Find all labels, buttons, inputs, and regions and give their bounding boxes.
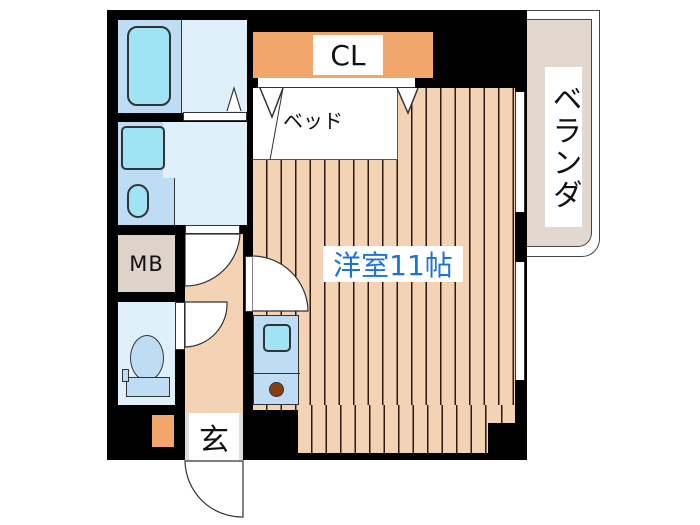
main-room-label: 洋室11帖	[333, 249, 453, 282]
front-door-swing-icon	[184, 460, 244, 518]
door-swing-toilet-icon	[184, 301, 228, 348]
closet-label: CL	[330, 38, 366, 72]
entrance: 玄	[185, 413, 243, 461]
door-swing-room-icon	[252, 255, 309, 312]
bathroom	[118, 20, 247, 113]
bath-door-icon	[226, 85, 242, 112]
balcony: ベランダ	[527, 10, 600, 257]
toilet-room	[118, 302, 175, 405]
sink-icon	[127, 184, 149, 218]
toilet-icon	[130, 335, 164, 381]
closet: CL	[253, 32, 433, 78]
main-room-label-box: 洋室11帖	[323, 246, 463, 282]
bed-label: ベッド	[283, 109, 343, 133]
washroom	[118, 122, 247, 225]
window-right	[515, 92, 525, 212]
stove-icon	[269, 382, 284, 397]
entrance-label: 玄	[199, 423, 229, 458]
shoe-cabinet	[152, 415, 174, 447]
washing-machine-icon	[121, 126, 165, 170]
closet-door-swing-icon	[259, 87, 419, 161]
kitchen	[253, 315, 300, 405]
meter-box: MB	[118, 235, 175, 292]
closet-door-rail	[258, 78, 415, 88]
window-right-lower	[515, 262, 525, 380]
bathtub-icon	[127, 26, 171, 106]
kitchen-sink-icon	[263, 324, 291, 352]
door-swing-washroom-icon	[185, 234, 241, 287]
balcony-label: ベランダ	[546, 83, 582, 211]
meter-box-label: MB	[129, 251, 164, 276]
